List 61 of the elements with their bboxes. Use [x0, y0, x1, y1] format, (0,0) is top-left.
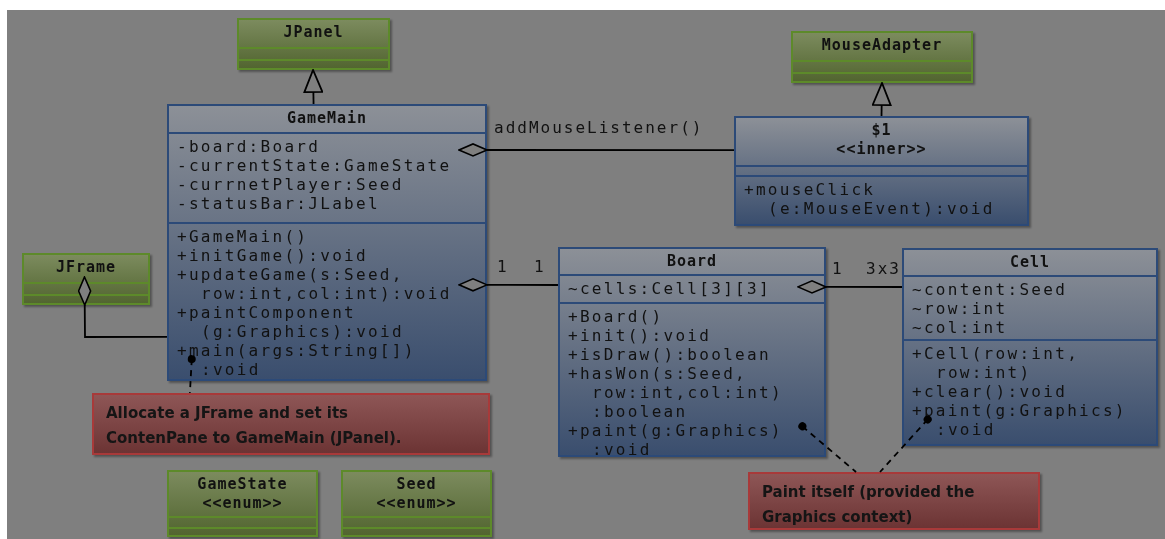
- class-box: [734, 116, 1029, 226]
- class-member: +main(args:String[]) :void: [176, 341, 417, 379]
- class-member: +Board(): [567, 307, 665, 326]
- class-name: JPanel: [282, 22, 345, 42]
- class-member: ~row:int: [911, 299, 1009, 318]
- class-box: [341, 470, 492, 537]
- class-box: [167, 470, 318, 537]
- note-box: [92, 393, 490, 455]
- class-member: -currnetPlayer:Seed: [176, 175, 405, 194]
- class-box: [167, 104, 487, 381]
- class-member: +mouseClick (e:MouseEvent):void: [743, 180, 996, 218]
- multiplicity-label: 1: [534, 258, 546, 276]
- note-text: Paint itself (provided the Graphics context): [762, 482, 976, 528]
- stereotype: <<inner>>: [835, 140, 928, 159]
- note-box: [748, 472, 1040, 530]
- class-member: ~content:Seed: [911, 280, 1069, 299]
- class-box: [22, 253, 150, 305]
- class-member: +isDraw():boolean: [567, 345, 772, 364]
- class-member: +paintComponent (g:Graphics):void: [176, 303, 405, 341]
- class-member: +Cell(row:int, row:int): [911, 344, 1081, 382]
- note-text: Allocate a JFrame and set its ContenPane to GameMain (JPanel).: [106, 403, 403, 449]
- class-member: ~cells:Cell[3][3]: [567, 279, 772, 298]
- stereotype: <<enum>>: [201, 494, 284, 513]
- class-name: GameMain: [285, 108, 369, 128]
- class-member: -statusBar:JLabel: [176, 194, 381, 213]
- stereotype: <<enum>>: [375, 494, 458, 513]
- association-line: [303, 69, 324, 105]
- class-box: [791, 31, 973, 83]
- association-line: [797, 280, 903, 294]
- class-name: Seed: [395, 474, 438, 494]
- class-member: +paint(g:Graphics) :void: [911, 401, 1128, 439]
- class-name: MouseAdapter: [820, 35, 944, 55]
- class-member: -board:Board: [176, 137, 322, 156]
- class-member: +GameMain(): [176, 227, 310, 246]
- class-member: -currentState:GameState: [176, 156, 453, 175]
- note-connector: [798, 422, 857, 473]
- note-connector: [879, 415, 932, 473]
- class-name: Cell: [1008, 252, 1052, 272]
- association-line: [458, 278, 559, 292]
- association-line: [458, 143, 735, 157]
- class-name: GameState: [196, 474, 289, 494]
- class-member: +clear():void: [911, 382, 1069, 401]
- class-member: +updateGame(s:Seed, row:int,col:int):void: [176, 265, 453, 303]
- class-box: [902, 248, 1158, 446]
- class-member: +initGame():void: [176, 246, 369, 265]
- class-member: +hasWon(s:Seed, row:int,col:int) :boolean: [567, 364, 784, 421]
- class-box: [558, 247, 826, 457]
- association-line: [871, 82, 892, 117]
- note-connector: [187, 355, 196, 394]
- class-name: Board: [665, 251, 719, 271]
- multiplicity-label: 1: [832, 260, 844, 278]
- class-name: JFrame: [54, 257, 118, 277]
- class-member: ~col:int: [911, 318, 1009, 337]
- multiplicity-label: 1: [497, 258, 509, 276]
- class-box: [237, 18, 390, 70]
- class-compartment: [560, 302, 824, 457]
- class-member: +init():void: [567, 326, 713, 345]
- association-line: [77, 276, 168, 338]
- class-name: $1: [870, 120, 893, 140]
- multiplicity-label: 3x3: [866, 260, 901, 278]
- class-member: +paint(g:Graphics) :void: [567, 421, 784, 459]
